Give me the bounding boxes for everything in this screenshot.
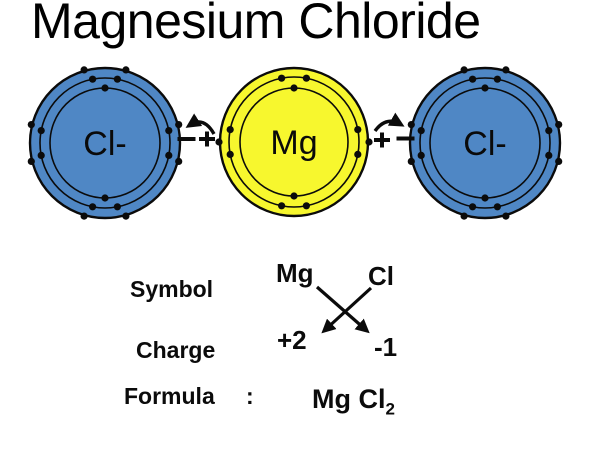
electron-dot (122, 212, 130, 220)
plus-sign (374, 132, 390, 148)
electron-dot (278, 202, 286, 210)
electron-dot (27, 157, 35, 165)
electron-dot (37, 127, 45, 135)
electron-dot (302, 202, 310, 210)
electron-dot (354, 126, 362, 134)
electron-dot (113, 203, 121, 211)
electron-dot (407, 157, 415, 165)
electron-transfer-arrow (373, 112, 405, 133)
electron-dot (165, 127, 173, 135)
formula-value: Mg Cl2 (312, 384, 395, 418)
electron-dot (89, 203, 97, 211)
minus-sign (396, 136, 415, 141)
electron-dot (89, 75, 97, 83)
electron-shell-ring (39, 77, 171, 209)
atom-chloride-left: Cl- (27, 66, 183, 220)
atom-chloride-right: Cl- (407, 66, 563, 220)
atom-magnesium: Mg (215, 66, 373, 218)
atom-disc (28, 66, 182, 220)
electron-dot (175, 121, 183, 129)
electron-dot (290, 192, 298, 200)
electron-dot (365, 138, 373, 146)
electron-dot (80, 66, 88, 74)
electron-dot (165, 151, 173, 159)
symbol-row-label: Symbol (130, 276, 214, 302)
electron-dot (502, 212, 510, 220)
electron-dot (545, 127, 553, 135)
crisscross-arrow-cl-to-charge (321, 286, 373, 334)
electron-dot (80, 212, 88, 220)
electron-dot (226, 126, 234, 134)
electron-transfer-arrow (185, 113, 216, 135)
transfer-left (177, 113, 216, 147)
symbol-mg: Mg (276, 258, 314, 288)
electron-dot (417, 151, 425, 159)
plus-sign (199, 131, 215, 147)
electron-dot (101, 194, 109, 202)
electron-dot (302, 74, 310, 82)
electron-dot (460, 212, 468, 220)
atom-label: Cl- (83, 125, 126, 163)
electron-dot (460, 66, 468, 74)
atom-label: Cl- (463, 125, 506, 163)
electron-dot (481, 194, 489, 202)
electron-dot (417, 127, 425, 135)
electron-dot (27, 121, 35, 129)
electron-dot (290, 84, 298, 92)
formula-main: Mg Cl (312, 384, 386, 414)
minus-sign (177, 137, 196, 141)
electron-dot (555, 121, 563, 129)
electron-dot (113, 75, 121, 83)
page-title: Magnesium Chloride (31, 0, 481, 49)
electron-dot (215, 138, 223, 146)
connectors-layer (177, 112, 415, 148)
atoms-layer: Cl- Mg Cl- (27, 66, 563, 220)
electron-dot (226, 150, 234, 158)
electron-dot (469, 75, 477, 83)
crisscross-arrow-mg-to-charge (315, 285, 370, 334)
electron-dot (101, 84, 109, 92)
electron-dot (122, 66, 130, 74)
electron-dot (502, 66, 510, 74)
electron-dot (175, 157, 183, 165)
electron-shell-ring (228, 76, 360, 208)
atom-disc (408, 66, 562, 220)
formula-colon: : (246, 383, 254, 409)
electron-dot (469, 203, 477, 211)
electron-dot (278, 74, 286, 82)
transfer-right (373, 112, 415, 148)
formula-row-label: Formula (124, 383, 215, 409)
electron-dot (493, 75, 501, 83)
electron-dot (493, 203, 501, 211)
electron-dot (545, 151, 553, 159)
electron-dot (407, 121, 415, 129)
electron-dot (481, 84, 489, 92)
electron-dot (555, 157, 563, 165)
electron-dot (37, 151, 45, 159)
charge-plus2: +2 (277, 325, 307, 355)
atom-label: Mg (270, 124, 317, 162)
electron-shell-ring (419, 77, 551, 209)
formula-subscript: 2 (385, 399, 395, 419)
symbol-cl: Cl (368, 261, 394, 291)
charge-row-label: Charge (136, 337, 216, 363)
electron-dot (354, 150, 362, 158)
crisscross-arrows (315, 285, 373, 334)
charge-minus1: -1 (374, 332, 398, 362)
